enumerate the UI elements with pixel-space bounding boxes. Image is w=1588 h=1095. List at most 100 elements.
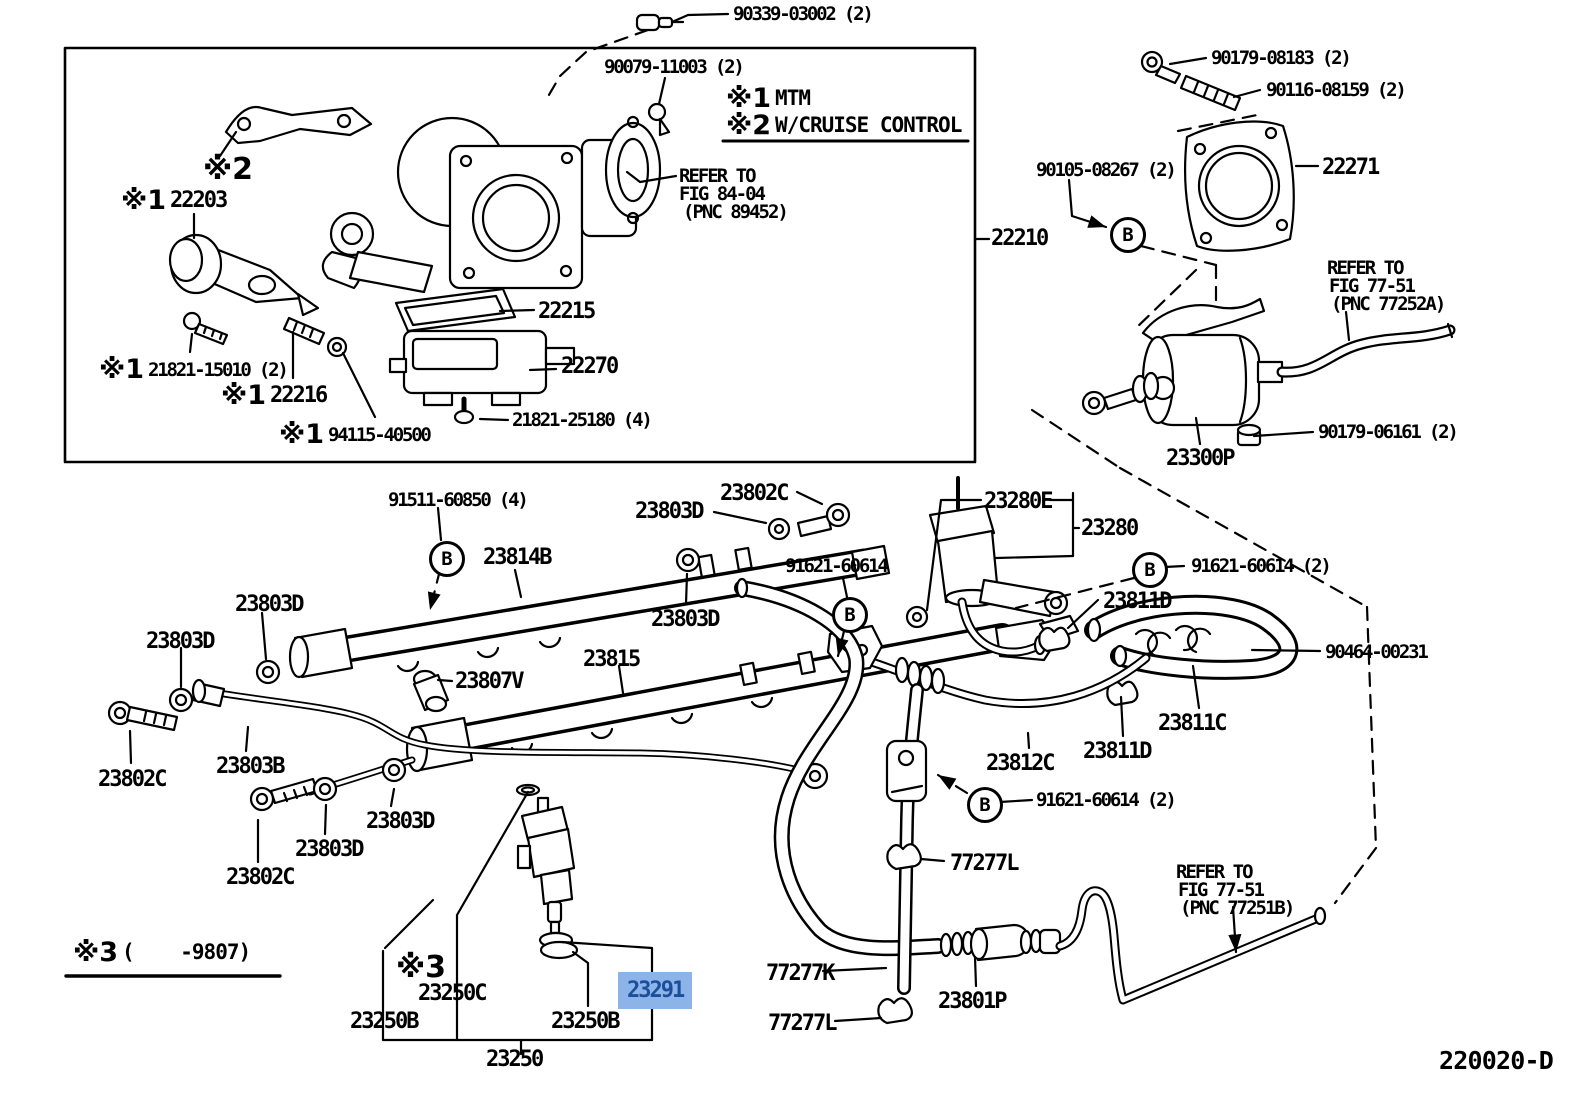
label-text: 23250: [486, 1047, 544, 1072]
part-label[interactable]: 23803B: [216, 754, 285, 779]
label-text: 23280E: [984, 489, 1053, 514]
part-label[interactable]: 23250: [486, 1047, 544, 1072]
label-text: 94115-40500: [328, 424, 432, 446]
reference-note: REFER TO: [1176, 861, 1254, 883]
label-text: 23803D: [295, 837, 364, 862]
label-text: 91621-60614: [785, 555, 889, 577]
gasket-and-filter-drawing: [1081, 50, 1456, 447]
part-label[interactable]: 23814B: [483, 545, 552, 570]
marker-letter: B: [979, 794, 991, 816]
part-label[interactable]: 23801P: [938, 989, 1007, 1014]
part-label[interactable]: 23811D: [1083, 739, 1152, 764]
part-label[interactable]: 22210: [991, 226, 1049, 251]
label-text: REFER TO: [679, 165, 757, 187]
label-text: FIG 84-04: [679, 183, 766, 205]
label-text: 23814B: [483, 545, 552, 570]
label-text: (PNC 77252A): [1331, 293, 1446, 315]
line-art-root: [63, 12, 1456, 1056]
part-label[interactable]: 23812C: [986, 751, 1055, 776]
part-label[interactable]: 90464-00231: [1325, 641, 1429, 663]
part-label[interactable]: 91621-60614 (2): [1191, 555, 1332, 577]
part-label[interactable]: 21821-25180 (4): [512, 409, 653, 431]
part-label[interactable]: 23300P: [1166, 446, 1235, 471]
part-label[interactable]: 23807V: [455, 669, 524, 694]
label-text: (PNC 77251B): [1180, 897, 1295, 919]
label-text: MTM: [775, 86, 811, 110]
part-label[interactable]: 91511-60850 (4): [388, 489, 529, 511]
part-label[interactable]: 23250C: [418, 981, 487, 1006]
part-label[interactable]: 23803D: [235, 592, 304, 617]
label-text: 22270: [561, 354, 619, 379]
part-label[interactable]: 23280E: [984, 489, 1053, 514]
part-label[interactable]: 23280: [1081, 516, 1139, 541]
label-text: 22203: [170, 188, 228, 213]
label-text: 90116-08159 (2): [1266, 79, 1407, 101]
part-label[interactable]: 23803D: [366, 809, 435, 834]
part-label[interactable]: 23802C: [226, 865, 295, 890]
callout-marker-b: B: [1110, 217, 1146, 253]
label-text: 77277L: [768, 1011, 837, 1036]
part-label[interactable]: 22271: [1322, 155, 1380, 180]
note-symbol: ※1: [279, 419, 325, 450]
part-label[interactable]: 90079-11003 (2): [604, 56, 745, 78]
label-text: REFER TO: [1327, 257, 1405, 279]
part-label[interactable]: 23802C: [720, 481, 789, 506]
label-text: FIG 77-51: [1178, 879, 1265, 901]
part-label[interactable]: 90105-08267 (2): [1036, 159, 1177, 181]
part-label[interactable]: 23802C: [98, 767, 167, 792]
part-label[interactable]: 22270: [561, 354, 619, 379]
label-text: 23803D: [635, 499, 704, 524]
label-text: 90179-08183 (2): [1211, 47, 1352, 69]
part-label[interactable]: 77277L: [768, 1011, 837, 1036]
reference-note: REFER TO: [679, 165, 757, 187]
part-label[interactable]: 23811D: [1103, 589, 1172, 614]
part-label[interactable]: 90116-08159 (2): [1266, 79, 1407, 101]
reference-note: FIG 77-51: [1329, 275, 1416, 297]
part-label[interactable]: 23815: [583, 647, 641, 672]
part-label[interactable]: 91621-60614 (2): [1036, 789, 1177, 811]
part-label[interactable]: 23803D: [651, 607, 720, 632]
part-label[interactable]: 23803D: [295, 837, 364, 862]
label-text: 23811D: [1103, 589, 1172, 614]
label-text: 23250B: [350, 1009, 419, 1034]
note-symbol: ※2: [203, 152, 254, 187]
part-label[interactable]: 77277L: [950, 851, 1019, 876]
label-text: 23803D: [235, 592, 304, 617]
part-label[interactable]: 23250B: [551, 1009, 620, 1034]
label-text: W/CRUISE CONTROL: [775, 113, 962, 137]
part-label[interactable]: 90179-08183 (2): [1211, 47, 1352, 69]
part-label[interactable]: 90179-06161 (2): [1318, 421, 1459, 443]
part-label[interactable]: 77277K: [766, 961, 835, 986]
label-text: 23811D: [1083, 739, 1152, 764]
label-text: 23802C: [720, 481, 789, 506]
label-text: 23801P: [938, 989, 1007, 1014]
label-text: 22215: [538, 299, 596, 324]
part-label[interactable]: 91621-60614: [785, 555, 889, 577]
label-text: ( -9807): [122, 940, 251, 964]
part-label[interactable]: 23811C: [1158, 711, 1227, 736]
part-label[interactable]: 23803D: [635, 499, 704, 524]
leader-lines: [128, 12, 1351, 1023]
reference-note: FIG 84-04: [679, 183, 766, 205]
note-symbol: ※1: [99, 354, 145, 385]
callout-marker-b: B: [429, 541, 465, 577]
label-text: 21821-25180 (4): [512, 409, 653, 431]
part-label[interactable]: 22215: [538, 299, 596, 324]
note-symbol: ※3: [396, 950, 450, 985]
part-label[interactable]: 23250B: [350, 1009, 419, 1034]
label-text: 23802C: [226, 865, 295, 890]
label-text: 90464-00231: [1325, 641, 1429, 663]
part-label[interactable]: 90339-03002 (2): [733, 3, 874, 25]
label-text: 22216: [270, 383, 328, 408]
selected-part-label[interactable]: 23291: [618, 972, 693, 1009]
label-text: 91621-60614 (2): [1191, 555, 1332, 577]
label-text: 23807V: [455, 669, 524, 694]
label-text: 90079-11003 (2): [604, 56, 745, 78]
part-label[interactable]: 23803D: [146, 629, 215, 654]
